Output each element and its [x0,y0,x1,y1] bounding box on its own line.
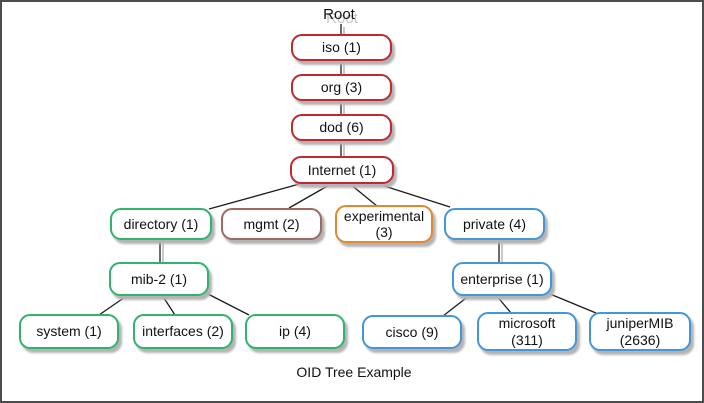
tree-node-directory: directory (1) [110,208,212,240]
tree-edge-line [442,294,471,317]
tree-node-label: mgmt (2) [243,215,300,232]
tree-edge-line [98,294,129,316]
tree-node-label: Internet (1) [307,161,377,178]
tree-node-label: mib-2 (1) [130,270,187,287]
tree-node-label: cisco (9) [385,323,439,340]
tree-node-enterprise: enterprise (1) [452,262,552,296]
tree-node-internet: Internet (1) [290,156,394,184]
tree-node-label: enterprise (1) [460,270,544,287]
tree-node-label: interfaces (2) [142,323,224,340]
tree-node-label: (311) [511,331,543,348]
tree-edge-line [349,183,378,207]
tree-node-label: dod (6) [319,119,364,136]
tree-node-private: private (4) [444,208,545,240]
tree-edge-line [549,293,597,314]
tree-node-label: microsoft [498,315,556,332]
tree-edge-line [208,182,304,210]
tree-node-interfaces: interfaces (2) [133,314,233,349]
tree-node-label: private (4) [462,215,527,232]
tree-node-label: juniperMIB [606,315,674,332]
tree-node-label: experimental [343,207,425,224]
root-node-label: Root [323,6,355,23]
tree-edge-line [207,293,250,316]
tree-node-ip: ip (4) [245,314,345,349]
tree-edge-line [495,294,512,314]
tree-node-label: (3) [375,224,393,240]
tree-node-mib-2: mib-2 (1) [109,262,209,296]
tree-node-experimental: experimental(3) [335,205,433,243]
tree-node-label: directory (1) [123,215,199,232]
tree-edge-line [374,182,451,208]
tree-node-label: ip (4) [279,323,311,340]
tree-node-label: (2636) [619,331,661,348]
tree-node-label: org (3) [320,79,363,96]
tree-node-org: org (3) [291,74,392,101]
tree-node-system: system (1) [19,314,119,349]
tree-node-label: iso (1) [322,39,361,56]
tree-node-label: system (1) [36,323,102,340]
tree-node-juniperMIB: juniperMIB(2636) [589,312,691,351]
tree-edge-line [161,294,176,316]
diagram-caption: OID Tree Example [296,364,412,380]
tree-node-mgmt: mgmt (2) [221,208,322,240]
tree-edge-line [288,183,332,209]
tree-node-iso: iso (1) [291,34,392,61]
tree-node-dod: dod (6) [291,114,392,141]
tree-node-cisco: cisco (9) [362,315,462,349]
tree-node-microsoft: microsoft(311) [477,312,577,351]
